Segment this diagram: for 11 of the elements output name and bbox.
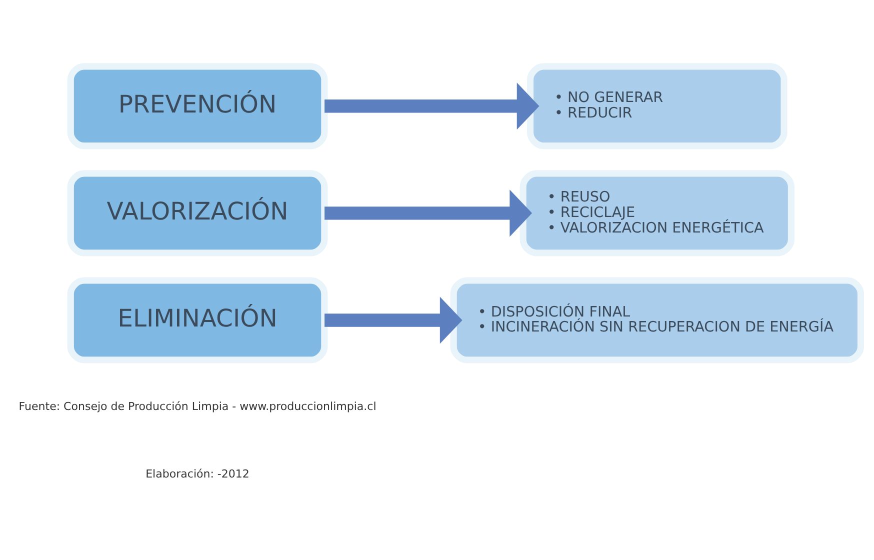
node-box: • DISPOSICIÓN FINAL • INCINERACIÓN SIN RECUPERACION DE ENERGÍA: [450, 276, 864, 363]
node-box: ELIMINACIÓN: [67, 276, 328, 363]
arrow: [324, 189, 532, 236]
node-box: • NO GENERAR • REDUCIR: [526, 62, 788, 149]
node-box: • REUSO • RECICLAJE • VALORIZACION ENERGÉTICA: [520, 170, 795, 256]
label: Elaboración: -2012: [146, 466, 250, 480]
node-box: PREVENCIÓN: [67, 62, 328, 149]
arrow: [324, 82, 540, 130]
arrow: [324, 296, 462, 344]
label: Fuente: Consejo de Producción Limpia - www.produccionlimpia.cl: [18, 400, 376, 413]
node-box: VALORIZACIÓN: [67, 170, 328, 256]
